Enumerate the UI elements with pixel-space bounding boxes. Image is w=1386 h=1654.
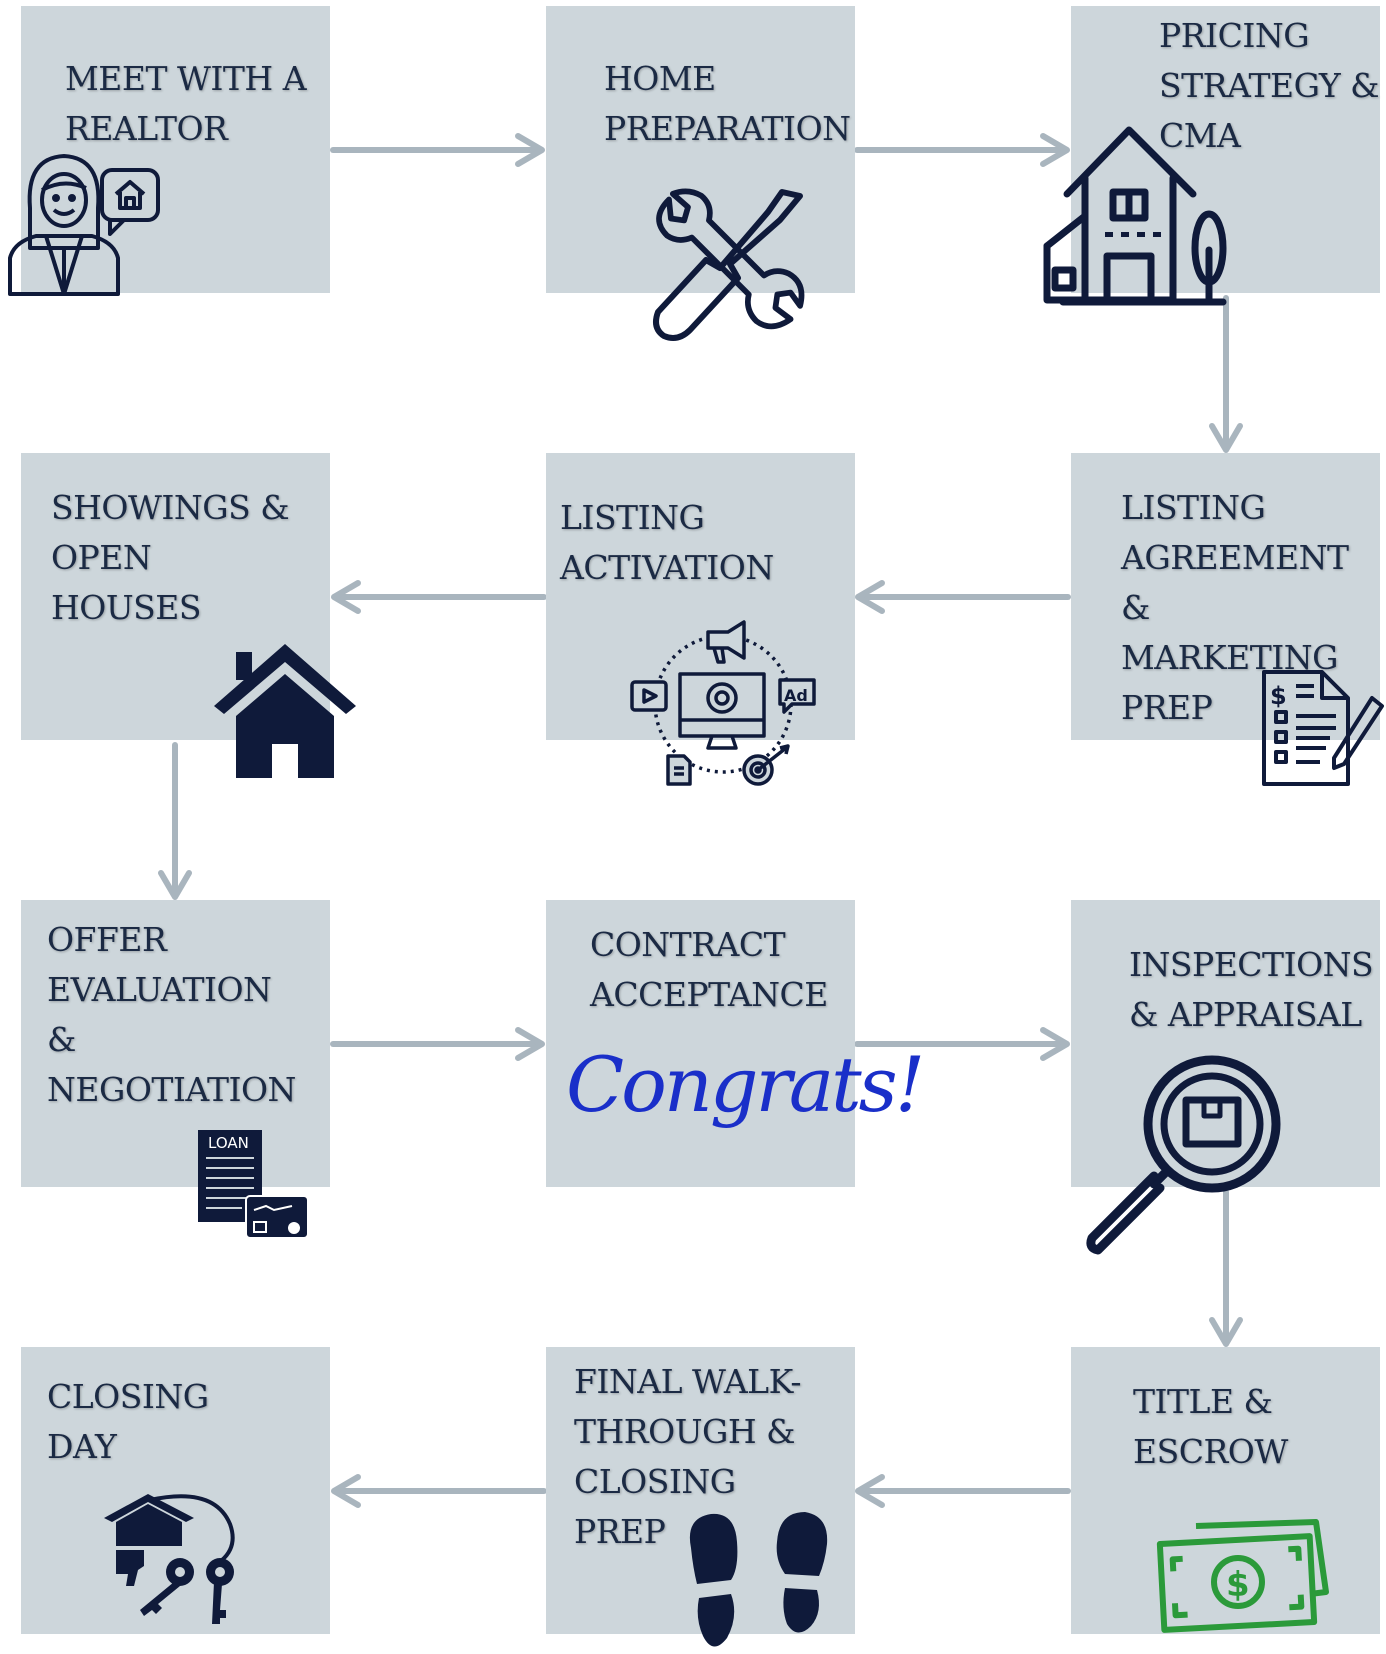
footprints-icon: [689, 1512, 828, 1647]
arrow-8-9: [854, 1027, 1070, 1061]
step-label: HOME PREPARATION: [604, 59, 851, 148]
house-icon: [1043, 126, 1227, 306]
tools-icon: [653, 188, 805, 341]
loan-document-icon: LOAN: [198, 1130, 309, 1239]
house-keys-icon: [104, 1494, 235, 1624]
money-icon: $: [1156, 1519, 1329, 1633]
loan-text: LOAN: [208, 1134, 249, 1152]
step-label: INSPECTIONS & APPRAISAL: [1129, 945, 1374, 1034]
arrow-4-5: [855, 580, 1071, 614]
svg-text:Ad: Ad: [784, 686, 808, 705]
step-contract-acceptance: CONTRACT ACCEPTANCE: [546, 900, 855, 1187]
step-label: SHOWINGS & OPEN HOUSES: [51, 488, 290, 627]
step-meet-realtor: MEET WITH A REALTOR: [21, 6, 330, 293]
arrow-9-10: [1209, 1189, 1243, 1347]
step-listing-agreement: LISTING AGREEMENT & MARKETING PREP: [1071, 453, 1380, 740]
digital-marketing-icon: Ad: [630, 620, 816, 786]
arrow-3-4: [1209, 295, 1243, 453]
arrow-10-11: [855, 1474, 1071, 1508]
step-offer-evaluation: OFFER EVALUATION & NEGOTIATION: [21, 900, 330, 1187]
arrow-1-2: [330, 133, 545, 167]
step-label: OFFER EVALUATION & NEGOTIATION: [47, 920, 296, 1109]
step-final-walkthrough: FINAL WALK- THROUGH & CLOSING PREP: [546, 1347, 855, 1634]
arrow-7-8: [330, 1027, 545, 1061]
step-showings: SHOWINGS & OPEN HOUSES: [21, 453, 330, 740]
magnifier-icon: [1086, 1055, 1281, 1255]
svg-text:$: $: [1270, 682, 1287, 710]
step-label: PRICING STRATEGY & CMA: [1159, 16, 1380, 155]
arrow-2-3: [854, 133, 1070, 167]
svg-text:$: $: [1226, 1565, 1250, 1605]
step-label: CLOSING DAY: [47, 1377, 209, 1466]
arrow-6-7: [158, 742, 192, 900]
step-label: FINAL WALK- THROUGH & CLOSING PREP: [574, 1362, 801, 1551]
document-pen-icon: $: [1262, 670, 1384, 786]
home-icon: [214, 644, 356, 778]
step-title-escrow: TITLE & ESCROW: [1071, 1347, 1380, 1634]
step-inspections: INSPECTIONS & APPRAISAL: [1071, 900, 1380, 1187]
realtor-icon: [8, 154, 160, 296]
arrow-5-6: [331, 580, 547, 614]
step-label: TITLE & ESCROW: [1133, 1382, 1288, 1471]
step-label: MEET WITH A REALTOR: [65, 59, 307, 148]
step-label: CONTRACT ACCEPTANCE: [590, 925, 828, 1014]
step-label: LISTING AGREEMENT & MARKETING PREP: [1121, 488, 1349, 727]
congrats-script: Congrats!: [566, 1040, 925, 1129]
step-label: LISTING ACTIVATION: [560, 498, 774, 587]
arrow-11-12: [331, 1474, 547, 1508]
